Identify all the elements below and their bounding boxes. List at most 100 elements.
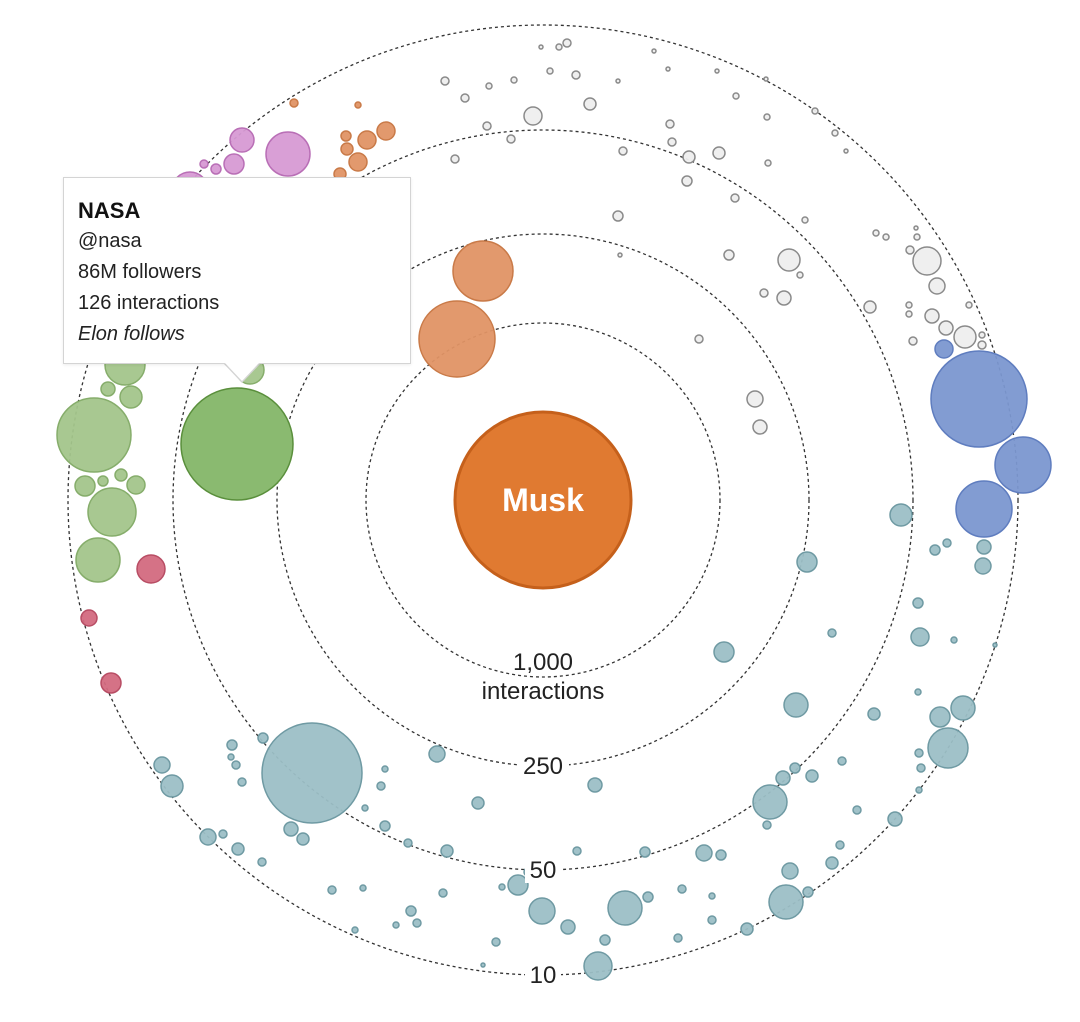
bubble-teal-74[interactable] — [528, 897, 556, 925]
bubble-gray-143[interactable] — [732, 92, 740, 100]
bubble-teal-55[interactable] — [775, 770, 791, 786]
bubble-gray-156[interactable] — [796, 271, 804, 279]
bubble-gray-150[interactable] — [730, 193, 740, 203]
bubble-blue-32[interactable] — [994, 436, 1052, 494]
bubble-green-6[interactable] — [126, 475, 146, 495]
bubble-teal-54[interactable] — [752, 784, 788, 820]
bubble-gray-127[interactable] — [485, 82, 493, 90]
bubble-teal-65[interactable] — [781, 862, 799, 880]
bubble-gray-140[interactable] — [712, 146, 726, 160]
bubble-gray-123[interactable] — [562, 38, 572, 48]
bubble-teal-99[interactable] — [327, 885, 337, 895]
bubble-teal-111[interactable] — [227, 753, 235, 761]
bubble-gray-173[interactable] — [978, 331, 986, 339]
bubble-teal-96[interactable] — [412, 918, 422, 928]
bubble-teal-71[interactable] — [715, 849, 727, 861]
bubble-teal-82[interactable] — [677, 884, 687, 894]
bubble-teal-66[interactable] — [802, 886, 814, 898]
bubble-nasa-highlighted[interactable] — [180, 387, 294, 501]
bubble-gray-170[interactable] — [938, 320, 954, 336]
bubble-blue-33[interactable] — [955, 480, 1013, 538]
bubble-gray-124[interactable] — [555, 43, 563, 51]
bubble-teal-118[interactable] — [403, 838, 413, 848]
bubble-gray-176[interactable] — [694, 334, 704, 344]
bubble-teal-114[interactable] — [381, 765, 389, 773]
bubble-teal-77[interactable] — [560, 919, 576, 935]
bubble-gray-129[interactable] — [460, 93, 470, 103]
bubble-teal-94[interactable] — [480, 962, 486, 968]
bubble-gray-168[interactable] — [905, 310, 913, 318]
bubble-teal-72[interactable] — [607, 890, 643, 926]
bubble-teal-43[interactable] — [867, 707, 881, 721]
bubble-green-5[interactable] — [74, 475, 96, 497]
bubble-teal-57[interactable] — [805, 769, 819, 783]
bubble-teal-37[interactable] — [796, 551, 818, 573]
bubble-gray-128[interactable] — [440, 76, 450, 86]
bubble-purple-22[interactable] — [265, 131, 311, 177]
bubble-teal-68[interactable] — [835, 840, 845, 850]
bubble-teal-105[interactable] — [218, 829, 228, 839]
bubble-teal-73[interactable] — [587, 777, 603, 793]
bubble-orange-15[interactable] — [357, 130, 377, 150]
bubble-teal-64[interactable] — [768, 884, 804, 920]
bubble-orange-12[interactable] — [452, 240, 514, 302]
bubble-green-8[interactable] — [97, 475, 109, 487]
bubble-teal-53[interactable] — [914, 688, 922, 696]
bubble-teal-115[interactable] — [376, 781, 386, 791]
bubble-gray-137[interactable] — [665, 119, 675, 129]
bubble-gray-139[interactable] — [682, 150, 696, 164]
bubble-teal-75[interactable] — [507, 874, 529, 896]
bubble-teal-102[interactable] — [296, 832, 310, 846]
bubble-orange-13[interactable] — [418, 300, 496, 378]
bubble-orange-20[interactable] — [289, 98, 299, 108]
bubble-gray-151[interactable] — [801, 216, 809, 224]
bubble-teal-35[interactable] — [261, 722, 363, 824]
bubble-teal-95[interactable] — [405, 905, 417, 917]
bubble-teal-109[interactable] — [226, 739, 238, 751]
bubble-red-28[interactable] — [136, 554, 166, 584]
bubble-gray-148[interactable] — [843, 148, 849, 154]
bubble-teal-63[interactable] — [915, 786, 923, 794]
bubble-teal-104[interactable] — [231, 842, 245, 856]
bubble-gray-126[interactable] — [510, 76, 518, 84]
bubble-teal-47[interactable] — [974, 557, 992, 575]
bubble-teal-86[interactable] — [740, 922, 754, 936]
bubble-teal-49[interactable] — [942, 538, 952, 548]
bubble-gray-132[interactable] — [506, 134, 516, 144]
bubble-teal-52[interactable] — [992, 642, 998, 648]
bubble-teal-101[interactable] — [283, 821, 299, 837]
bubble-gray-125[interactable] — [538, 44, 544, 50]
bubble-gray-159[interactable] — [863, 300, 877, 314]
bubble-teal-91[interactable] — [498, 883, 506, 891]
bubble-blue-31[interactable] — [930, 350, 1028, 448]
bubble-teal-100[interactable] — [351, 926, 359, 934]
bubble-teal-112[interactable] — [237, 777, 247, 787]
bubble-teal-39[interactable] — [783, 692, 809, 718]
bubble-teal-60[interactable] — [887, 811, 903, 827]
bubble-gray-121[interactable] — [571, 70, 581, 80]
bubble-gray-146[interactable] — [811, 107, 819, 115]
bubble-gray-177[interactable] — [746, 390, 764, 408]
bubble-purple-23[interactable] — [229, 127, 255, 153]
bubble-gray-169[interactable] — [924, 308, 940, 324]
bubble-teal-36[interactable] — [889, 503, 913, 527]
bubble-teal-110[interactable] — [231, 760, 241, 770]
bubble-teal-89[interactable] — [440, 844, 454, 858]
bubble-teal-113[interactable] — [257, 732, 269, 744]
bubble-gray-174[interactable] — [977, 340, 987, 350]
bubble-purple-24[interactable] — [223, 153, 245, 175]
bubble-teal-59[interactable] — [852, 805, 862, 815]
bubble-orange-16[interactable] — [348, 152, 368, 172]
bubble-gray-166[interactable] — [928, 277, 946, 295]
bubble-teal-108[interactable] — [153, 756, 171, 774]
bubble-teal-69[interactable] — [762, 820, 772, 830]
bubble-purple-25[interactable] — [210, 163, 222, 175]
bubble-gray-154[interactable] — [723, 249, 735, 261]
bubble-teal-42[interactable] — [929, 706, 951, 728]
bubble-gray-165[interactable] — [912, 246, 942, 276]
bubble-teal-84[interactable] — [708, 892, 716, 900]
bubble-red-29[interactable] — [80, 609, 98, 627]
bubble-orange-21[interactable] — [354, 101, 362, 109]
bubble-orange-18[interactable] — [340, 130, 352, 142]
bubble-gray-178[interactable] — [752, 419, 768, 435]
